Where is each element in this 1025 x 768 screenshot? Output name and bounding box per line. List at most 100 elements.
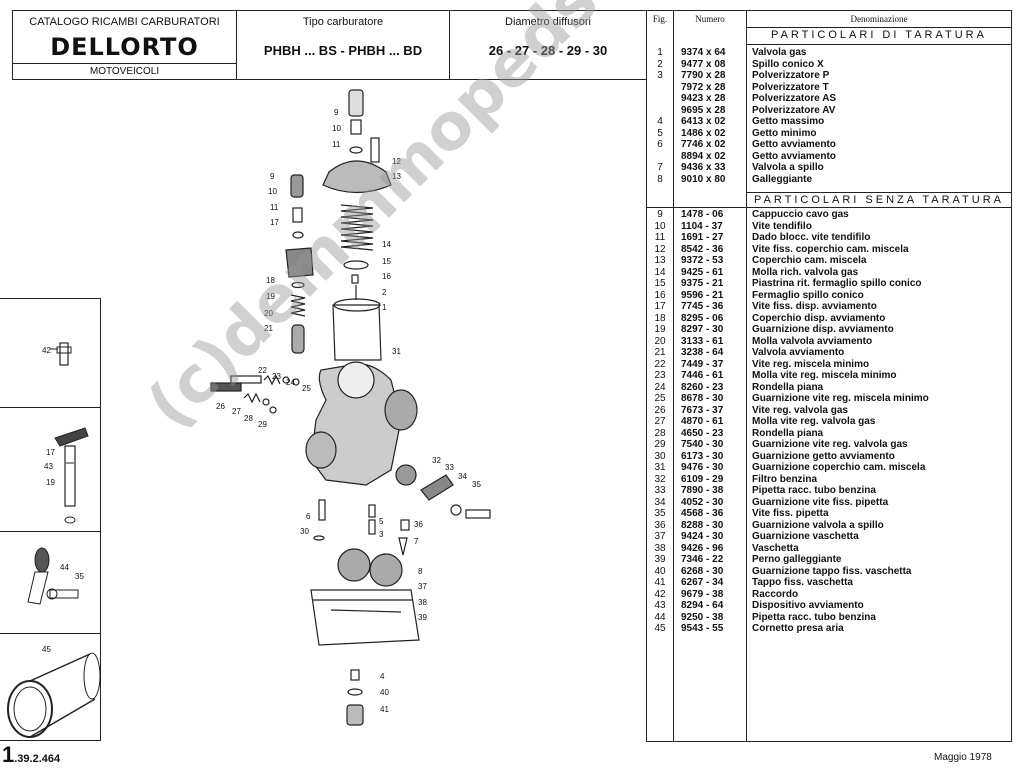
cell-den: Galleggiante [752,173,813,185]
cell-den: Raccordo [752,588,799,600]
type-label: Tipo carburatore [302,16,384,28]
callout-4: 4 [380,672,385,681]
callout-10: 10 [332,124,341,133]
section1-rule [746,44,1011,45]
part-6-jet [318,499,326,521]
part-7-needle-valve [398,537,408,556]
cell-den: Guarnizione valvola a spillo [752,519,884,531]
diameter-value: 26 - 27 - 28 - 29 - 30 [488,43,608,58]
cell-fig: 22 [654,358,666,370]
cell-num: 9010 x 80 [681,173,726,185]
callout-7: 7 [414,537,419,546]
cell-den: Rondella piana [752,427,824,439]
cell-num: 4870 - 61 [681,416,724,427]
cell-num: 8295 - 06 [681,312,724,324]
col-divider-1 [673,11,674,741]
cell-fig: 12 [654,243,666,255]
cell-den: Guarnizione disp. avviamento [752,324,894,335]
exploded-carburetor-diagram [210,89,491,726]
cell-fig: 34 [654,496,666,508]
callout-3: 3 [379,530,384,539]
cell-num: 9426 - 96 [681,542,724,554]
callout-38: 38 [418,598,427,607]
cell-den: Vite tendifilo [752,220,812,232]
cell-den: Polverizzatore P [752,70,830,81]
callout-37: 37 [418,582,427,591]
cell-den: Valvola a spillo [752,162,824,173]
cell-num: 9425 - 61 [681,266,724,278]
cell-num: 7449 - 37 [681,358,724,370]
cell-fig: 13 [654,255,666,266]
part-23-spring [263,374,281,386]
cell-num: 9596 - 21 [681,289,724,301]
cell-num: 7746 x 02 [681,139,726,150]
cell-den: Getto avviamento [752,150,836,162]
callout-18: 18 [266,276,275,285]
part-38-bowl [310,589,420,646]
cell-num: 7446 - 61 [681,370,724,381]
cell-fig: 39 [654,554,666,565]
cell-num: 7972 x 28 [681,81,726,93]
cell-den: Dispositivo avviamento [752,600,864,611]
cell-fig: 45 [654,623,666,634]
part-16-clip [351,274,359,284]
callout-17b: 17 [46,448,55,457]
cell-fig: 19 [654,324,666,335]
cell-den: Cappuccio cavo gas [752,209,849,220]
col-header-fig: Fig. [652,14,668,24]
cell-num: 6268 - 30 [681,565,724,577]
cell-fig: 35 [654,508,666,519]
section-title-taratura: PARTICOLARI DI TARATURA [771,29,987,41]
header-rule [746,27,1011,28]
cell-fig: 27 [654,416,666,427]
cell-den: Guarnizione getto avviamento [752,450,895,462]
cell-fig: 10 [654,220,666,232]
cell-den: Vite fiss. pipetta [752,508,829,519]
part-9b-cap [290,174,304,198]
callout-33: 33 [445,463,454,472]
part-1-throttle-valve [332,304,382,361]
cell-den: Vite fiss. coperchio cam. miscela [752,243,909,255]
cell-den: Molla rich. valvola gas [752,266,859,278]
cell-num: 3133 - 61 [681,335,724,347]
cell-den: Getto minimo [752,127,817,139]
cell-den: Molla vite reg. valvola gas [752,416,876,427]
cell-den: Vite fiss. disp. avviamento [752,301,877,312]
cell-fig: 11 [654,232,666,243]
cell-den: Pipetta racc. tubo benzina [752,611,876,623]
callout-10b: 10 [268,187,277,196]
callout-14: 14 [382,240,391,249]
callout-35: 35 [472,480,481,489]
cell-fig: 44 [654,611,666,623]
callout-24: 24 [286,378,295,387]
cell-den: Getto massimo [752,116,825,127]
part-4-main-jet [350,669,360,681]
part-36-gasket [400,519,410,531]
cell-num: 1691 - 27 [681,232,724,243]
cell-fig: 26 [654,404,666,416]
callout-15: 15 [382,257,391,266]
callout-19: 19 [266,292,275,301]
cell-fig: 36 [654,519,666,531]
callout-17: 17 [270,218,279,227]
cell-den: Valvola gas [752,47,807,58]
part-13-cover [322,160,392,194]
cell-num: 7540 - 30 [681,439,724,450]
